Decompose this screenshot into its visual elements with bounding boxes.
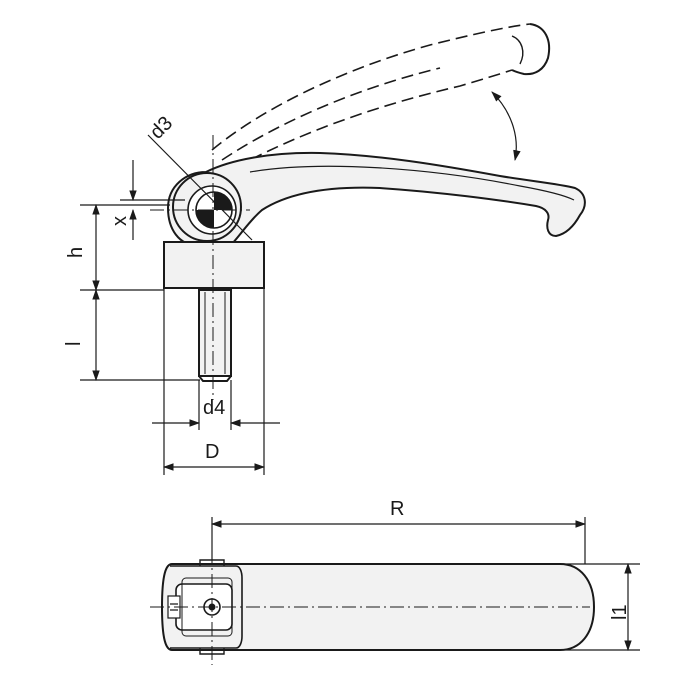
label-h: h <box>65 247 87 258</box>
d3-leader <box>147 134 253 241</box>
side-view: d3 x h l d4 D <box>63 23 586 475</box>
label-l: l <box>63 342 85 346</box>
label-x: x <box>109 216 131 226</box>
label-l1: l1 <box>609 604 631 620</box>
swing-arrow <box>491 91 521 162</box>
top-view: R l1 <box>150 498 640 665</box>
threaded-stud <box>198 289 232 382</box>
label-D: D <box>205 441 219 463</box>
bushing <box>163 241 265 289</box>
label-d3: d3 <box>146 112 177 143</box>
label-d4: d4 <box>203 397 225 419</box>
label-R: R <box>390 498 404 520</box>
raised-lever-ghost <box>211 23 550 169</box>
